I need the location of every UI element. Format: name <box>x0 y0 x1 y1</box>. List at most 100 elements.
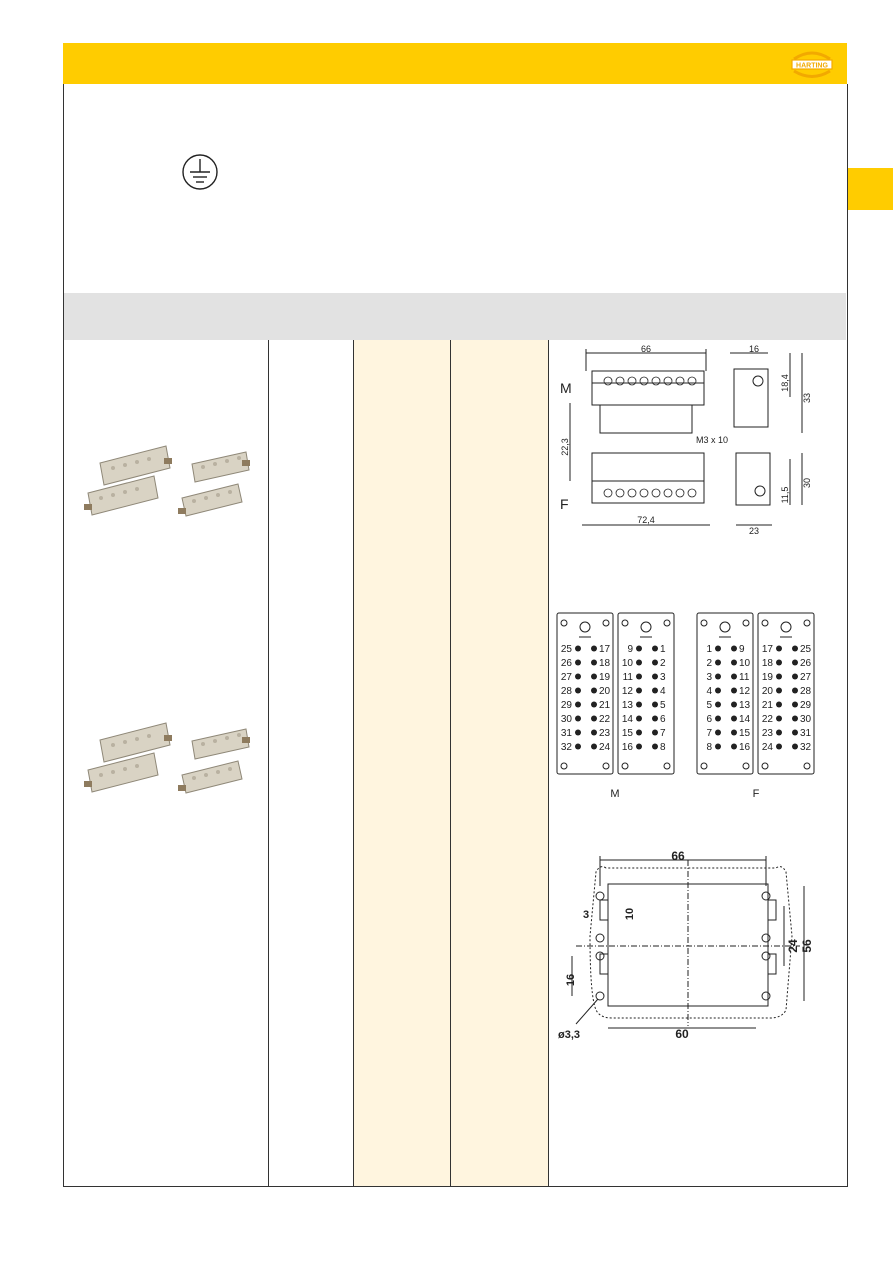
pin-number: 14 <box>739 714 751 725</box>
pin-number: 8 <box>706 742 712 753</box>
dim-bottom-width: 72,4 <box>637 515 655 525</box>
pin-dot <box>652 645 658 652</box>
pin-number: 11 <box>623 672 634 683</box>
pin-dot <box>591 673 597 680</box>
dim-side-left: 22,3 <box>560 438 570 456</box>
pin-dot <box>792 673 798 680</box>
cutout-hole: ø3,3 <box>558 1029 580 1041</box>
pin-number: 3 <box>660 672 666 683</box>
pin-number: 19 <box>599 672 611 683</box>
connector-insert-photo <box>84 445 250 517</box>
pin-number: 14 <box>622 714 634 725</box>
pin-number: 10 <box>622 658 634 669</box>
cutout-top-width: 66 <box>671 849 685 863</box>
cutout-d10: 10 <box>624 908 636 920</box>
pin-dot <box>776 645 782 652</box>
pin-number: 7 <box>706 728 712 739</box>
pin-number: 30 <box>800 714 812 725</box>
pin-dot <box>652 659 658 666</box>
pin-number: 29 <box>800 700 812 711</box>
pin-number: 31 <box>800 728 812 739</box>
pin-dot <box>776 729 782 736</box>
pin-dot <box>591 729 597 736</box>
pin-dot <box>776 701 782 708</box>
pin-number: 1 <box>660 644 666 655</box>
pin-dot <box>715 729 721 736</box>
pin-dot <box>591 701 597 708</box>
pin-number: 26 <box>561 658 573 669</box>
pin-number: 20 <box>762 686 774 697</box>
pin-dot <box>575 743 581 750</box>
pin-number: 26 <box>800 658 812 669</box>
pin-dot <box>652 743 658 750</box>
pin-number: 9 <box>739 644 745 655</box>
pin-number: 6 <box>706 714 712 725</box>
pin-number: 15 <box>622 728 634 739</box>
pin-dot <box>636 729 642 736</box>
pin-number: 4 <box>660 686 666 697</box>
pin-number: 12 <box>739 686 751 697</box>
pin-number: 15 <box>739 728 751 739</box>
pin-dot <box>731 659 737 666</box>
pin-number: 30 <box>561 714 573 725</box>
cutout-h24: 24 <box>786 939 800 953</box>
pin-dot <box>591 715 597 722</box>
pin-number: 13 <box>739 700 751 711</box>
dim-top-width: 66 <box>641 344 651 354</box>
section-tab[interactable] <box>847 168 893 210</box>
table-header-band <box>64 293 846 340</box>
pin-number: 17 <box>762 644 774 655</box>
pin-dot <box>652 673 658 680</box>
logo-text: HARTING <box>796 63 828 70</box>
pin-dot <box>715 673 721 680</box>
pin-dot <box>792 659 798 666</box>
cutout-h56: 56 <box>800 939 814 953</box>
label-female: F <box>560 496 569 512</box>
pin-dot <box>575 687 581 694</box>
pin-dot <box>591 743 597 750</box>
header-bar <box>63 43 847 84</box>
pin-number: 32 <box>561 742 573 753</box>
pin-dot <box>575 701 581 708</box>
pin-dot <box>575 729 581 736</box>
pin-number: 21 <box>599 700 611 711</box>
pin-dot <box>652 715 658 722</box>
pin-dot <box>636 687 642 694</box>
pin-dot <box>715 687 721 694</box>
pin-dot <box>575 715 581 722</box>
pin-dot <box>636 743 642 750</box>
pin-number: 28 <box>800 686 812 697</box>
dimension-drawing: 66 16 18,4 33 22,3 M3 x 10 72,4 23 11,5 … <box>560 344 812 535</box>
pin-dot <box>731 673 737 680</box>
pin-number: 22 <box>599 714 611 725</box>
column-divider <box>353 340 354 1186</box>
pin-number: 27 <box>800 672 812 683</box>
pin-dot <box>792 743 798 750</box>
pin-number: 29 <box>561 700 573 711</box>
pin-dot <box>731 687 737 694</box>
pin-number: 4 <box>706 686 712 697</box>
pin-dot <box>591 687 597 694</box>
pin-number: 9 <box>627 644 633 655</box>
pin-dot <box>715 743 721 750</box>
cutout-d3: 3 <box>583 909 589 921</box>
pin-dot <box>776 743 782 750</box>
pin-number: 10 <box>739 658 751 669</box>
pin-number: 21 <box>762 700 774 711</box>
dim-h1: 18,4 <box>780 374 790 392</box>
pin-dot <box>715 645 721 652</box>
pin-number: 22 <box>762 714 774 725</box>
pin-dot <box>731 743 737 750</box>
pin-number: 27 <box>561 672 573 683</box>
pin-dot <box>591 645 597 652</box>
pin-number: 20 <box>599 686 611 697</box>
pin-dot <box>652 701 658 708</box>
pin-dot <box>792 645 798 652</box>
column-divider <box>548 340 549 1186</box>
pin-number: 12 <box>622 686 634 697</box>
dim-h3: 11,5 <box>780 487 790 504</box>
